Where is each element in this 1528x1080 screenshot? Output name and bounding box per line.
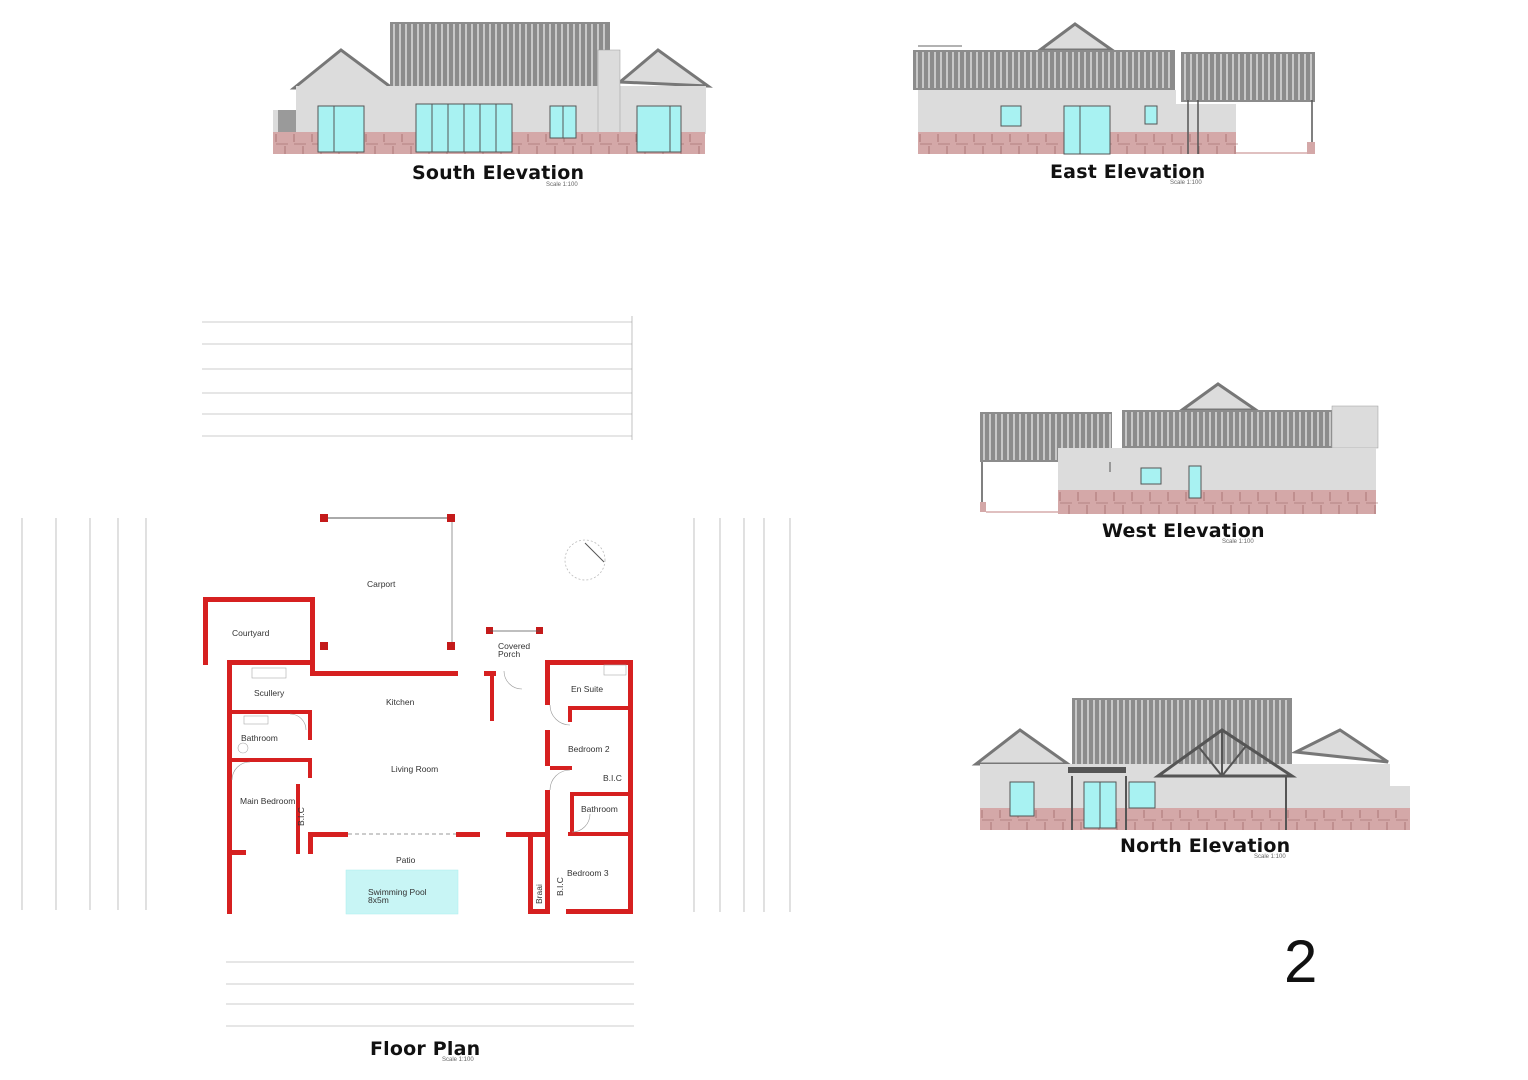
room-en-suite-label: En Suite: [571, 684, 604, 694]
room-kitchen-label: Kitchen: [386, 697, 415, 707]
room-pool-label-2: 8x5m: [368, 895, 389, 905]
room-patio-label: Patio: [396, 855, 416, 865]
room-bic-2-label: B.I.C: [296, 807, 306, 826]
north-elevation-title: North Elevation: [1120, 835, 1291, 857]
room-courtyard-label: Courtyard: [232, 628, 270, 638]
room-bedroom-2-label: Bedroom 2: [568, 744, 610, 754]
east-elevation-scale: Scale 1:100: [1170, 180, 1202, 186]
room-pool-label-1: Swimming Pool: [368, 887, 427, 897]
floor-plan-scale: Scale 1:100: [442, 1057, 474, 1063]
room-bedroom-3-label: Bedroom 3: [567, 868, 609, 878]
floor-plan-title: Floor Plan: [370, 1038, 481, 1060]
room-bathroom-2-label: Bathroom: [581, 804, 618, 814]
sheet-number: 2: [1284, 928, 1318, 995]
room-carport-label: Carport: [367, 579, 396, 589]
west-elevation-scale: Scale 1:100: [1222, 539, 1254, 545]
room-braai-label: Braai: [534, 884, 544, 904]
room-covered-porch-label-2: Porch: [498, 649, 521, 659]
west-elevation-title: West Elevation: [1102, 520, 1265, 542]
room-main-bedroom-label: Main Bedroom: [240, 796, 296, 806]
room-covered-porch-label-1: Covered: [498, 641, 531, 651]
room-living-room-label: Living Room: [391, 764, 439, 774]
south-elevation-scale: Scale 1:100: [546, 182, 578, 188]
room-scullery-label: Scullery: [254, 688, 285, 698]
north-elevation-scale: Scale 1:100: [1254, 854, 1286, 860]
room-bathroom-label: Bathroom: [241, 733, 278, 743]
room-bic-label: B.I.C: [603, 773, 622, 783]
room-bic-3-label: B.I.C: [555, 877, 565, 896]
east-elevation-title: East Elevation: [1050, 161, 1206, 183]
south-elevation-title: South Elevation: [412, 162, 585, 184]
